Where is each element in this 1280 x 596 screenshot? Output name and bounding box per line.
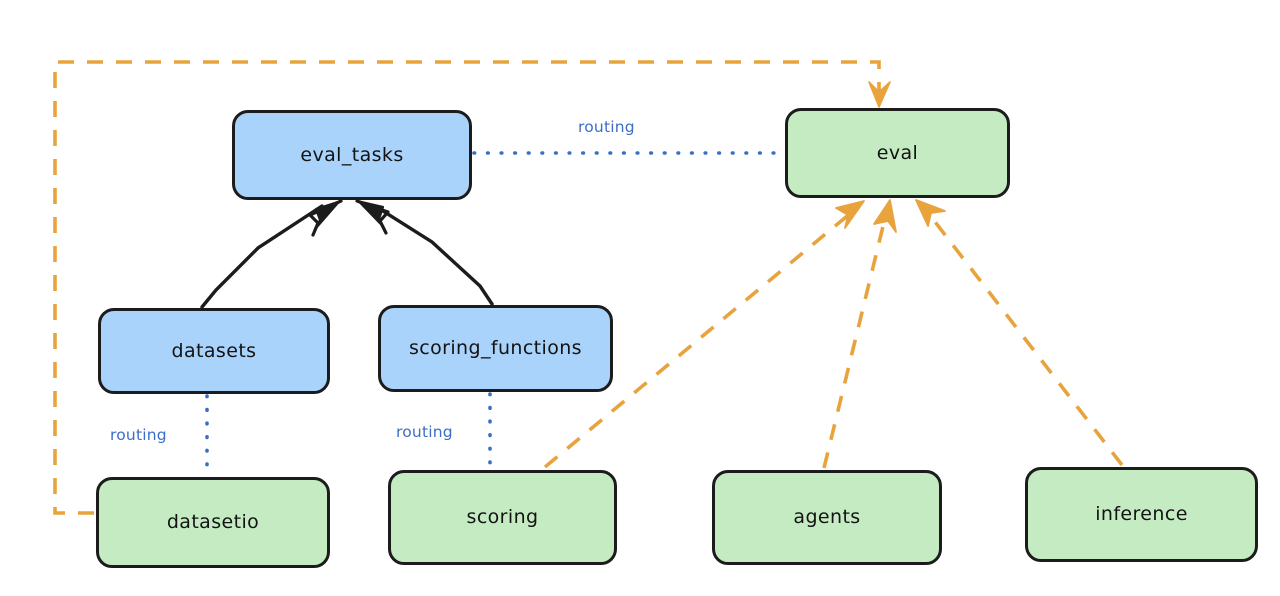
node-label-eval-tasks: eval_tasks [300, 143, 404, 166]
node-agents[interactable]: agents [712, 470, 942, 565]
node-label-inference: inference [1095, 503, 1188, 525]
edge-label-routing-scoring-functions-to-scoring: routing [396, 423, 453, 441]
node-label-agents: agents [793, 506, 861, 528]
edge-agents-to-eval [822, 199, 897, 469]
edge-datasets-to-eval_tasks [200, 199, 343, 309]
edge-scoring_functions-to-eval_tasks [355, 199, 494, 306]
node-inference[interactable]: inference [1025, 467, 1258, 562]
node-scoring-functions[interactable]: scoring_functions [378, 305, 613, 392]
node-eval[interactable]: eval [785, 108, 1010, 198]
edge-label-routing-eval-tasks-to-eval: routing [578, 118, 635, 136]
node-label-scoring-functions: scoring_functions [409, 337, 582, 359]
node-label-scoring: scoring [466, 506, 539, 528]
edge-datasetio-to-eval [53, 60, 891, 515]
node-eval-tasks[interactable]: eval_tasks [232, 110, 472, 200]
node-label-datasetio: datasetio [166, 511, 260, 533]
edge-inference-to-eval [915, 199, 1124, 467]
node-scoring[interactable]: scoring [388, 470, 617, 565]
node-datasets[interactable]: datasets [98, 308, 330, 394]
node-datasetio[interactable]: datasetio [96, 477, 330, 568]
node-label-eval: eval [876, 141, 919, 164]
node-label-datasets: datasets [171, 339, 257, 362]
edge-label-routing-datasets-to-datasetio: routing [110, 426, 167, 444]
